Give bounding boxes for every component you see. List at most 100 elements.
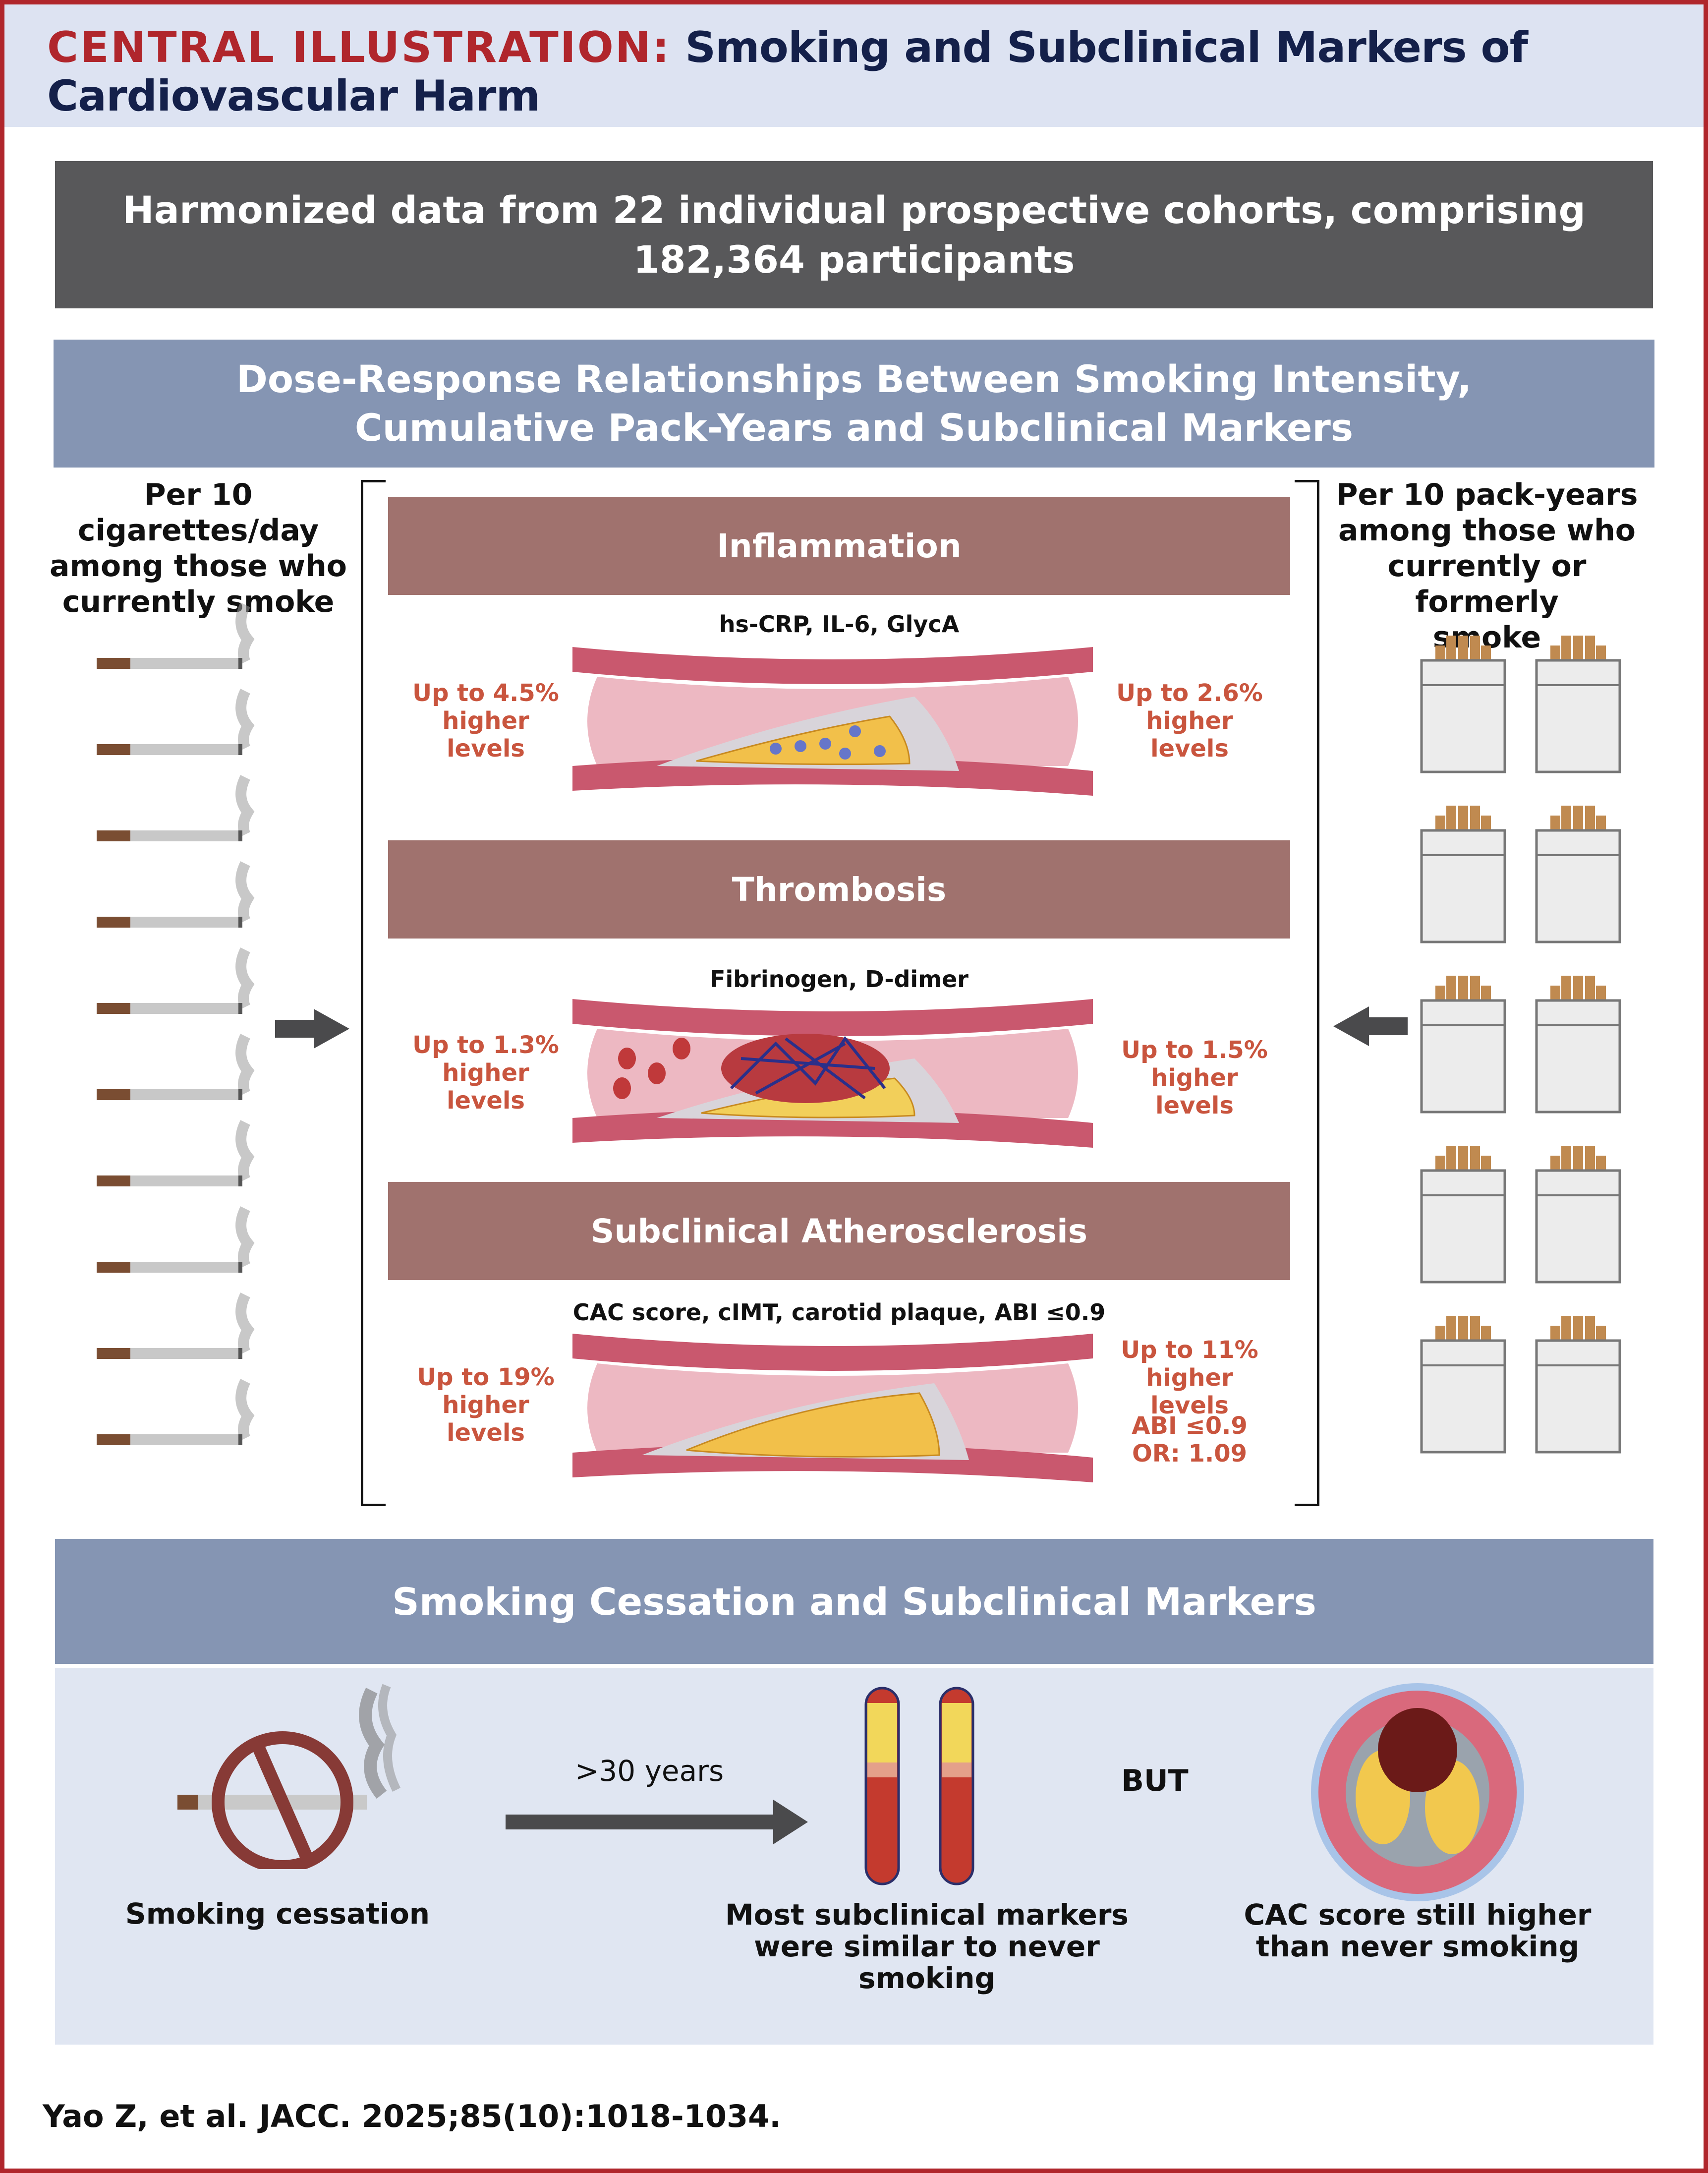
cigarette-icon xyxy=(97,775,255,841)
time-arrow-icon xyxy=(506,1800,808,1844)
cigarette-icon xyxy=(97,947,255,1014)
effect-value: Up to 4.5% xyxy=(412,679,559,707)
duration-label: >30 years xyxy=(574,1754,724,1788)
cigarette-pack-icon xyxy=(1535,1146,1621,1284)
dose-response-banner: Dose-Response Relationships Between Smok… xyxy=(54,340,1654,468)
effect-right-thrombosis: Up to 1.5% higher levels xyxy=(1115,1036,1274,1119)
cigarette-pack-icon xyxy=(1535,636,1621,773)
cigarette-icon xyxy=(97,1120,255,1186)
title-line-1: Smoking and Subclinical Markers of xyxy=(685,23,1528,72)
citation: Yao Z, et al. JACC. 2025;85(10):1018-103… xyxy=(43,2098,781,2134)
effect-value: Up to 1.3% xyxy=(412,1031,559,1059)
summary-line-1: Harmonized data from 22 individual prosp… xyxy=(122,187,1586,232)
right-exposure-line: Per 10 pack-years xyxy=(1336,477,1638,512)
effect-left-thrombosis: Up to 1.3% higher levels xyxy=(406,1031,565,1115)
left-arrow-icon xyxy=(1333,1006,1408,1046)
inflammatory-cell xyxy=(849,725,861,737)
left-exposure-label: Per 10 cigarettes/day among those who cu… xyxy=(45,477,352,620)
vessel-inflammation-illustration xyxy=(572,647,1093,796)
cigarette-icon xyxy=(97,1292,255,1359)
cigarette-icon xyxy=(97,689,255,755)
odds-ratio: OR: 1.09 xyxy=(1132,1440,1248,1468)
effect-value: Up to 19% xyxy=(417,1363,555,1391)
markers-atherosclerosis: CAC score, cIMT, carotid plaque, ABI ≤0.… xyxy=(572,1299,1106,1326)
no-smoking-icon xyxy=(177,1684,401,1869)
effect-unit: higher levels xyxy=(442,1391,529,1447)
left-bracket xyxy=(361,480,386,1506)
effect-left-inflammation: Up to 4.5% higher levels xyxy=(406,679,565,763)
cigarette-pack-icon xyxy=(1420,636,1506,773)
right-bracket xyxy=(1295,480,1319,1506)
blood-tubes-icon xyxy=(864,1687,974,1885)
effect-unit: higher levels xyxy=(442,707,529,763)
markers-inflammation: hs-CRP, IL-6, GlycA xyxy=(719,611,960,638)
cigarette-icon xyxy=(97,1379,255,1445)
left-exposure-line: among those who xyxy=(49,549,347,584)
fibrin-mesh xyxy=(730,1036,886,1100)
cigarette-pack-icon xyxy=(1420,976,1506,1114)
dose-response-line-2: Cumulative Pack-Years and Subclinical Ma… xyxy=(354,406,1354,450)
right-exposure-label: Per 10 pack-years among those who curren… xyxy=(1328,477,1646,655)
caption-line: CAC score still higher xyxy=(1244,1898,1592,1932)
abi-threshold: ABI ≤0.9 xyxy=(1132,1412,1248,1440)
inflammatory-cell xyxy=(795,740,806,752)
caption-line: were similar to never smoking xyxy=(754,1930,1100,1995)
vessel-atherosclerosis-illustration xyxy=(572,1334,1093,1482)
title-line-2: Cardiovascular Harm xyxy=(47,71,540,121)
effect-unit: higher levels xyxy=(442,1059,529,1115)
page-title: CENTRAL ILLUSTRATION: Smoking and Subcli… xyxy=(47,23,1534,120)
red-blood-cell xyxy=(673,1038,690,1059)
inflammatory-cell xyxy=(819,738,831,750)
right-exposure-line: currently or formerly xyxy=(1387,549,1587,619)
effect-unit: higher levels xyxy=(1146,707,1233,763)
inflammatory-cell xyxy=(839,748,851,760)
but-connector: BUT xyxy=(1121,1763,1189,1798)
artery-cross-section-icon xyxy=(1311,1683,1524,1901)
left-exposure-line: Per 10 cigarettes/day xyxy=(77,477,319,548)
cessation-step3-caption: CAC score still higher than never smokin… xyxy=(1199,1899,1636,1962)
cigarette-pack-icon xyxy=(1420,806,1506,943)
cigarette-pack-icon xyxy=(1535,806,1621,943)
summary-banner: Harmonized data from 22 individual prosp… xyxy=(55,161,1653,308)
category-bar-atherosclerosis: Subclinical Atherosclerosis xyxy=(388,1182,1290,1280)
vessel-thrombosis-illustration xyxy=(572,999,1093,1148)
caption-line: than never smoking xyxy=(1255,1930,1580,1963)
left-exposure-line: currently smoke xyxy=(62,585,335,619)
central-illustration-label: CENTRAL ILLUSTRATION: xyxy=(47,23,671,72)
abi-odds-ratio: ABI ≤0.9 OR: 1.09 xyxy=(1110,1412,1269,1468)
inflammatory-cell xyxy=(874,745,886,757)
effect-unit: higher levels xyxy=(1151,1064,1238,1119)
cigarette-pack-icon xyxy=(1420,1316,1506,1454)
cigarette-pack-icon xyxy=(1420,1146,1506,1284)
cigarette-icon xyxy=(97,861,255,928)
dose-response-line-1: Dose-Response Relationships Between Smok… xyxy=(236,357,1472,401)
red-blood-cell xyxy=(613,1077,631,1099)
caption-line: Most subclinical markers xyxy=(725,1898,1129,1932)
effect-unit: higher levels xyxy=(1146,1364,1233,1419)
red-blood-cell xyxy=(648,1062,666,1084)
header: CENTRAL ILLUSTRATION: Smoking and Subcli… xyxy=(4,4,1704,127)
effect-value: Up to 2.6% xyxy=(1116,679,1263,707)
summary-line-2: 182,364 participants xyxy=(633,237,1075,282)
category-bar-thrombosis: Thrombosis xyxy=(388,840,1290,939)
cessation-step2-caption: Most subclinical markers were similar to… xyxy=(684,1899,1170,1994)
effect-value: Up to 1.5% xyxy=(1121,1036,1268,1064)
cessation-step1-caption: Smoking cessation xyxy=(125,1897,430,1931)
cigarette-icon xyxy=(97,602,255,669)
cigarette-pack-icon xyxy=(1535,1316,1621,1454)
effect-left-atherosclerosis: Up to 19% higher levels xyxy=(406,1363,565,1447)
effect-value: Up to 11% xyxy=(1121,1336,1258,1364)
cigarette-icon xyxy=(97,1034,255,1100)
cessation-banner: Smoking Cessation and Subclinical Marker… xyxy=(55,1539,1653,1664)
inflammatory-cell xyxy=(770,743,782,755)
red-blood-cell xyxy=(618,1048,636,1069)
effect-right-inflammation: Up to 2.6% higher levels xyxy=(1110,679,1269,763)
markers-thrombosis: Fibrinogen, D-dimer xyxy=(710,966,968,993)
category-bar-inflammation: Inflammation xyxy=(388,497,1290,595)
right-arrow-icon xyxy=(275,1009,349,1049)
right-exposure-line: among those who xyxy=(1338,513,1636,548)
cigarette-pack-icon xyxy=(1535,976,1621,1114)
cigarette-icon xyxy=(97,1206,255,1273)
effect-right-atherosclerosis: Up to 11% higher levels xyxy=(1110,1336,1269,1419)
